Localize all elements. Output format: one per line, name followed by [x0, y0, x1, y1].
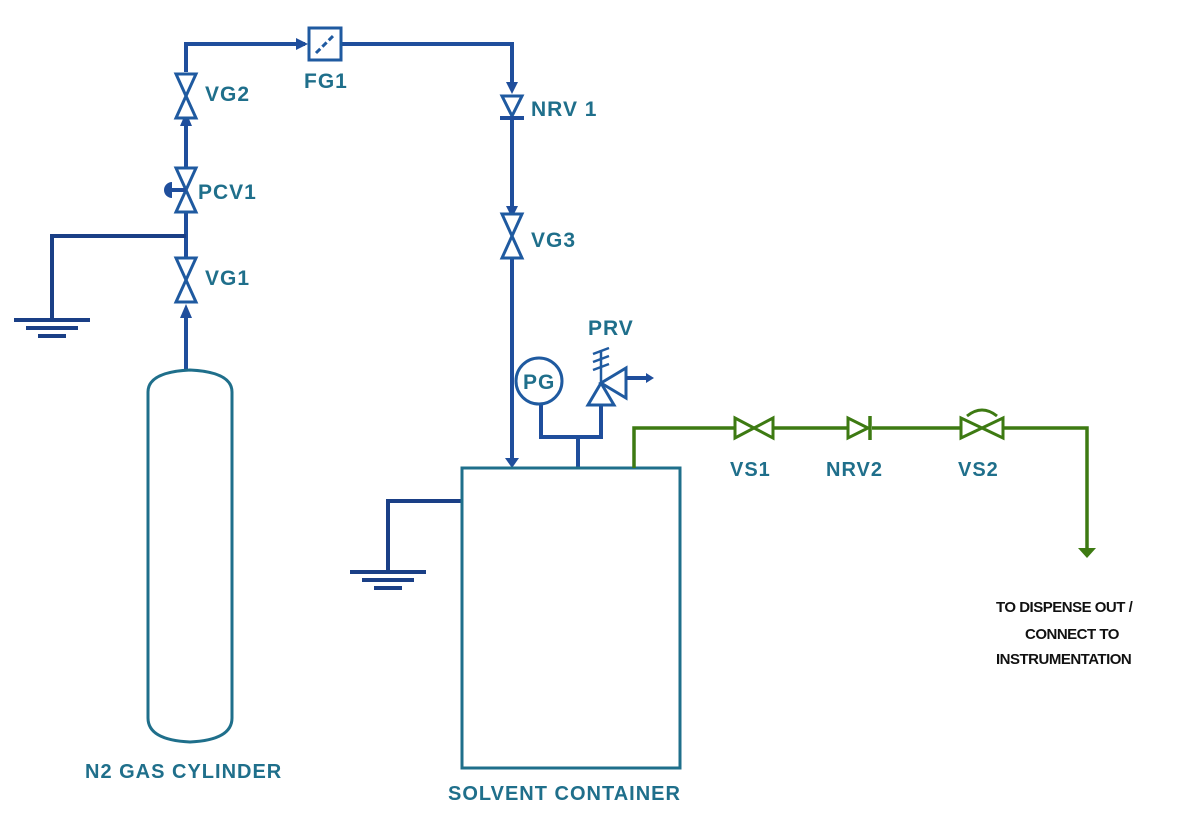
flow-arrow — [506, 82, 518, 94]
valve-vs1 — [733, 415, 775, 441]
label-vg2: VG2 — [205, 83, 250, 106]
label-nrv2: NRV2 — [826, 459, 883, 481]
outlet-note: TO DISPENSE OUT / CONNECT TO INSTRUMENTA… — [996, 599, 1134, 668]
label-vg1: VG1 — [205, 267, 250, 290]
flow-arrow — [505, 458, 519, 468]
ground-container — [350, 499, 462, 590]
label-pcv1: PCV1 — [198, 181, 257, 204]
valve-pcv1 — [164, 166, 199, 214]
n2-gas-cylinder — [146, 368, 234, 744]
valve-vg3 — [499, 212, 525, 260]
valve-vs2 — [959, 408, 1005, 441]
flow-gauge-fg1 — [307, 26, 343, 62]
outlet-note-line1: TO DISPENSE OUT / — [996, 599, 1134, 616]
label-vs1: VS1 — [730, 459, 771, 481]
outlet-note-line3: INSTRUMENTATION — [996, 651, 1131, 668]
gas-piping — [184, 42, 603, 468]
valve-vg2 — [173, 72, 199, 120]
relief-valve-prv — [585, 346, 654, 407]
flow-arrow — [506, 206, 518, 218]
label-fg1: FG1 — [304, 70, 348, 93]
pressure-gauge-pg — [514, 356, 564, 406]
label-n2-gas-cylinder: N2 GAS CYLINDER — [85, 761, 282, 783]
label-solvent-container: SOLVENT CONTAINER — [448, 783, 681, 805]
liquid-piping — [632, 426, 1096, 558]
label-pg: PG — [523, 371, 555, 394]
label-vs2: VS2 — [958, 459, 999, 481]
flow-arrow — [180, 304, 192, 318]
check-valve-nrv1 — [499, 94, 525, 120]
solvent-container — [460, 466, 682, 770]
label-vg3: VG3 — [531, 229, 576, 252]
valve-vg1 — [173, 256, 199, 304]
label-nrv1: NRV 1 — [531, 98, 597, 121]
check-valve-nrv2 — [846, 415, 872, 441]
ground-cylinder — [14, 234, 186, 338]
flow-arrow — [296, 38, 308, 50]
outlet-note-line2: CONNECT TO — [1025, 626, 1120, 643]
label-prv: PRV — [588, 317, 634, 340]
